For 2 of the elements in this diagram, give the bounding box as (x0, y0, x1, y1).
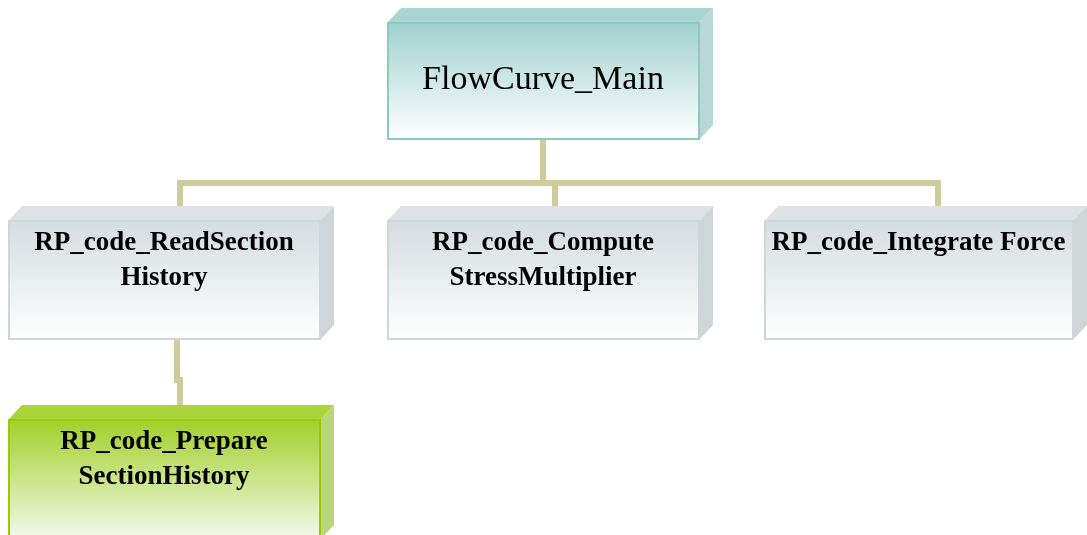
connector-line (174, 340, 183, 405)
connector-line (540, 140, 941, 206)
